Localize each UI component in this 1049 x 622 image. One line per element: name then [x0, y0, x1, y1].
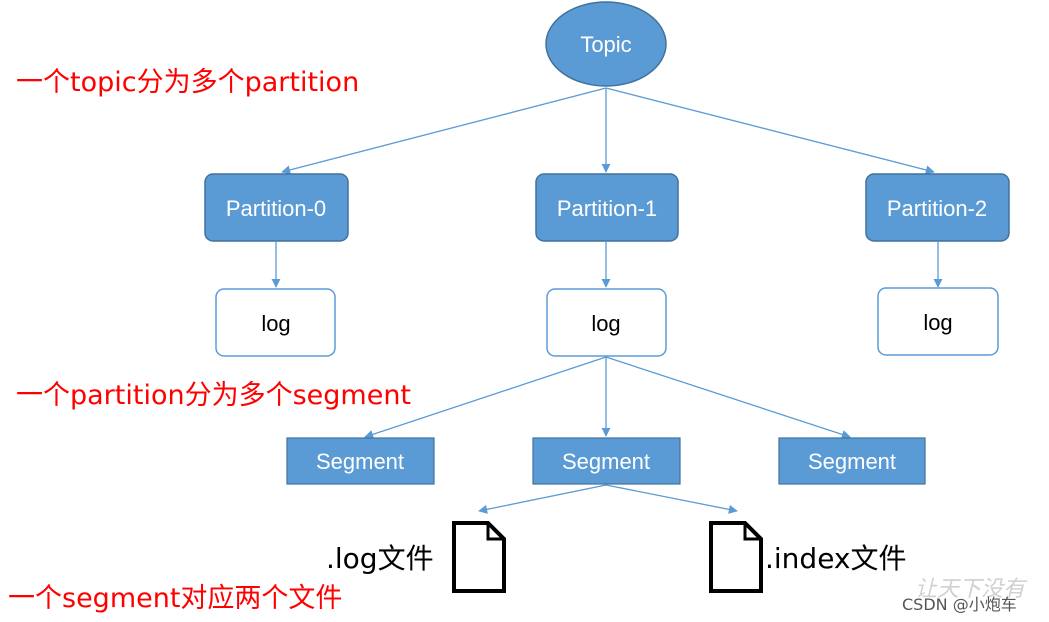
log-node-2: log — [877, 287, 999, 356]
topic-node: Topic — [545, 1, 667, 87]
log-file-icon — [452, 521, 506, 593]
edges — [271, 87, 943, 514]
log-file-label: .log文件 — [326, 542, 434, 575]
segment-node-2: Segment — [778, 437, 926, 485]
edge-topic-partition-0 — [281, 87, 607, 175]
annotation-topic: 一个topic分为多个partition — [16, 67, 359, 98]
edge-segment-log-file — [478, 484, 607, 514]
partition-node-1: Partition-1 — [535, 173, 679, 242]
edge-log-segment-2 — [605, 356, 851, 439]
edge-log-segment-0 — [364, 356, 607, 439]
watermark-credit: CSDN @小炮车 — [902, 595, 1017, 614]
partition-label: Partition-1 — [557, 196, 657, 221]
log-label: log — [261, 311, 290, 336]
index-file-label: .index文件 — [765, 542, 907, 575]
partition-label: Partition-2 — [887, 196, 987, 221]
segment-node-0: Segment — [286, 437, 435, 485]
annotation-segment: 一个segment对应两个文件 — [8, 583, 342, 614]
annotation-partition: 一个partition分为多个segment — [16, 380, 411, 411]
partition-label: Partition-0 — [226, 196, 326, 221]
topic-label: Topic — [580, 32, 631, 57]
log-label: log — [923, 310, 952, 335]
partition-node-2: Partition-2 — [865, 173, 1010, 242]
edge-segment-index-file — [605, 484, 738, 514]
log-node-0: log — [215, 288, 336, 357]
log-label: log — [591, 311, 620, 336]
index-file-icon — [709, 521, 763, 593]
partition-node-0: Partition-0 — [204, 173, 349, 242]
segment-label: Segment — [316, 449, 404, 474]
log-node-1: log — [546, 288, 667, 357]
segment-label: Segment — [808, 449, 896, 474]
watermark-faint: 让天下没有 — [915, 577, 1028, 602]
segment-node-1: Segment — [532, 437, 681, 485]
edge-topic-partition-2 — [605, 87, 935, 175]
segment-label: Segment — [562, 449, 650, 474]
